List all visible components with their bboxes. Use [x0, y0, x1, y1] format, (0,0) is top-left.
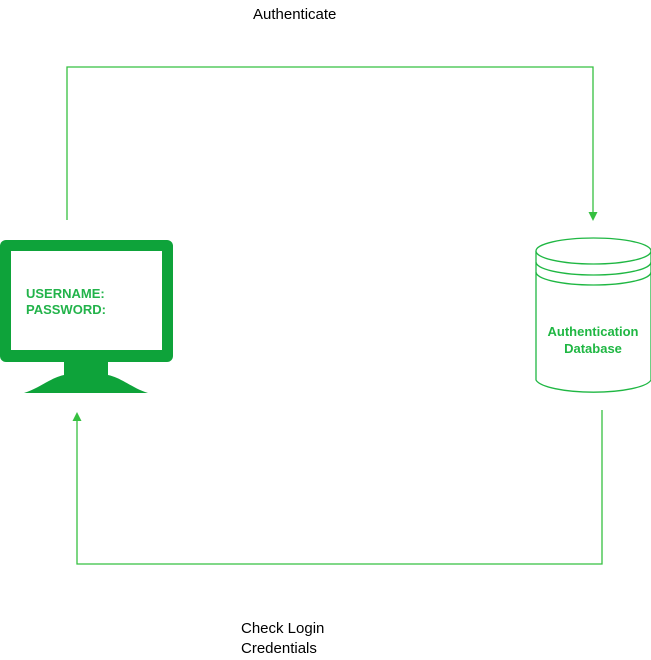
authenticate-connector: [66, 66, 594, 220]
check-credentials-label: Check Login Credentials: [241, 619, 324, 659]
database-ring-2: [535, 271, 651, 286]
database-label: Authentication Database: [535, 323, 651, 357]
check-credentials-line-1: Check Login: [241, 620, 325, 637]
database-label-line-1: Authentication: [547, 324, 639, 339]
login-screen-fields: USERNAME: PASSWORD:: [26, 286, 106, 318]
database-top: [535, 237, 651, 265]
database-label-line-2: Database: [564, 341, 622, 356]
monitor-neck: [64, 361, 108, 377]
check-credentials-arrowhead: [72, 412, 82, 421]
database-body: [535, 251, 651, 393]
monitor-icon: [0, 240, 173, 393]
authenticate-arrow: [66, 66, 598, 221]
authenticate-arrowhead: [588, 212, 598, 221]
database-ring-1: [535, 261, 651, 276]
check-credentials-arrow: [72, 410, 603, 565]
check-credentials-line-2: Credentials: [241, 640, 317, 657]
monitor-stand: [24, 375, 148, 393]
monitor-screen: [11, 251, 162, 350]
database-icon: [535, 237, 651, 393]
check-credentials-connector: [76, 410, 603, 565]
password-label: PASSWORD:: [26, 302, 106, 317]
username-label: USERNAME:: [26, 286, 105, 301]
authenticate-label: Authenticate: [253, 6, 337, 23]
